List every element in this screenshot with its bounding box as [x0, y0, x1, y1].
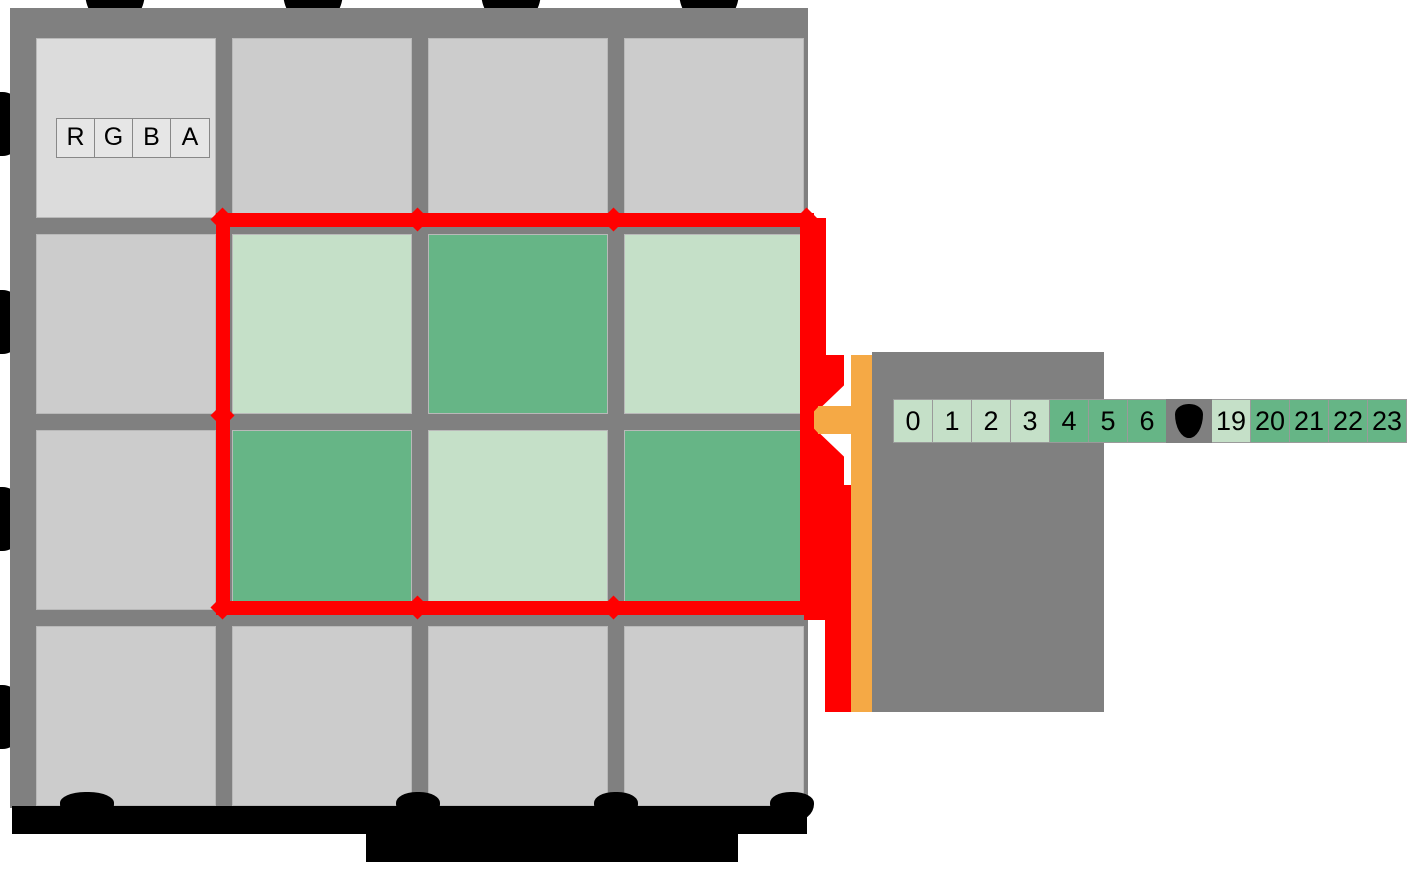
array-slot-5[interactable]: 5	[1088, 399, 1128, 443]
grid-cell-r1c2[interactable]	[428, 234, 608, 414]
grid-cell-r2c3[interactable]	[624, 430, 804, 610]
grid-cell-r3c3[interactable]	[624, 626, 804, 806]
ink-band-bottom-narrow	[366, 834, 738, 862]
array-slot-3[interactable]: 3	[1010, 399, 1050, 443]
memory-array-strip: 0 1 2 3 4 5 6 19 20 21 22 23	[893, 399, 1407, 443]
selection-edge-top	[216, 213, 814, 227]
grid-cell-r0c2[interactable]	[428, 38, 608, 218]
grid-cell-r1c0[interactable]	[36, 234, 216, 414]
grid-cell-r1c3[interactable]	[624, 234, 804, 414]
ink-blob-bottom-2	[396, 792, 440, 822]
selection-edge-bottom	[216, 601, 814, 615]
array-slot-22[interactable]: 22	[1328, 399, 1368, 443]
pixel-grid: R G B A	[10, 8, 808, 808]
grid-cell-r3c2[interactable]	[428, 626, 608, 806]
ink-blob-bottom-4	[770, 792, 814, 822]
ink-blob-bottom-3	[594, 792, 638, 822]
channel-box-r: R	[57, 119, 95, 157]
rgba-channel-boxes: R G B A	[56, 118, 210, 158]
grid-cell-r2c0[interactable]	[36, 430, 216, 610]
selection-edge-right	[800, 213, 814, 615]
array-slot-19[interactable]: 19	[1211, 399, 1251, 443]
grid-cell-r1c1[interactable]	[232, 234, 412, 414]
array-slot-6[interactable]: 6	[1127, 399, 1167, 443]
grid-cell-r0c3[interactable]	[624, 38, 804, 218]
grid-cell-r2c2[interactable]	[428, 430, 608, 610]
array-slot-20[interactable]: 20	[1250, 399, 1290, 443]
channel-box-a: A	[171, 119, 209, 157]
channel-box-g: G	[95, 119, 133, 157]
ink-blob-bottom-1	[60, 792, 114, 822]
array-slot-1[interactable]: 1	[932, 399, 972, 443]
channel-box-b: B	[133, 119, 171, 157]
orange-arrow-column	[851, 355, 873, 712]
array-slot-0[interactable]: 0	[893, 399, 933, 443]
array-slot-2[interactable]: 2	[971, 399, 1011, 443]
orange-arrow-shaft	[818, 406, 873, 434]
array-ellipsis-gap	[1166, 399, 1212, 443]
grid-cell-r0c1[interactable]	[232, 38, 412, 218]
array-slot-23[interactable]: 23	[1367, 399, 1407, 443]
grid-cell-r3c1[interactable]	[232, 626, 412, 806]
array-slot-21[interactable]: 21	[1289, 399, 1329, 443]
grid-cell-r2c1[interactable]	[232, 430, 412, 610]
array-slot-4[interactable]: 4	[1049, 399, 1089, 443]
ink-drop-icon	[1175, 404, 1203, 438]
grid-cell-r3c0[interactable]	[36, 626, 216, 806]
